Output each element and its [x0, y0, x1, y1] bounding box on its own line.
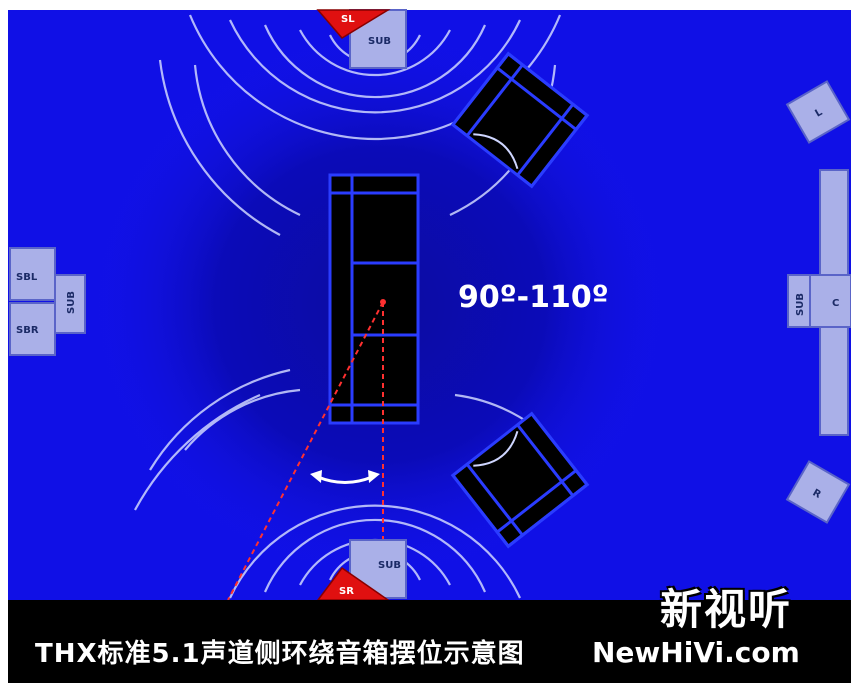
armchair-top: [450, 51, 590, 189]
angle-label: 90º-110º: [458, 280, 609, 315]
svg-text:SUB: SUB: [378, 560, 401, 571]
speaker-front-left: L: [785, 80, 851, 144]
svg-text:SUB: SUB: [368, 36, 391, 47]
listener-point: [380, 299, 386, 305]
sound-waves-bottom: [134, 368, 561, 599]
svg-text:SR: SR: [339, 586, 354, 597]
speaker-sub-left: SUB: [54, 274, 86, 334]
sofa: [328, 173, 420, 425]
logo-chinese: 新视听: [660, 585, 793, 634]
logo-english: NewHiVi.com: [592, 636, 800, 669]
angle-arrow: [310, 470, 380, 484]
caption-bar: [8, 600, 851, 683]
svg-text:L: L: [813, 107, 825, 120]
svg-text:SUB: SUB: [795, 293, 806, 316]
speaker-sub-right: SUB: [787, 274, 811, 328]
svg-text:SBR: SBR: [16, 325, 39, 336]
speaker-sbl: SBL: [9, 247, 56, 301]
armchair-bottom: [450, 411, 590, 549]
svg-text:C: C: [832, 298, 839, 309]
svg-text:SUB: SUB: [66, 291, 77, 314]
speaker-sbr: SBR: [9, 302, 56, 356]
angle-lines: [227, 301, 384, 601]
speaker-center: C: [807, 169, 851, 436]
speaker-sl: SL: [316, 9, 391, 39]
svg-text:SBL: SBL: [16, 272, 38, 283]
svg-text:SL: SL: [341, 14, 355, 25]
speaker-front-right: R: [785, 460, 851, 524]
caption-text: THX标准5.1声道侧环绕音箱摆位示意图: [35, 639, 525, 669]
